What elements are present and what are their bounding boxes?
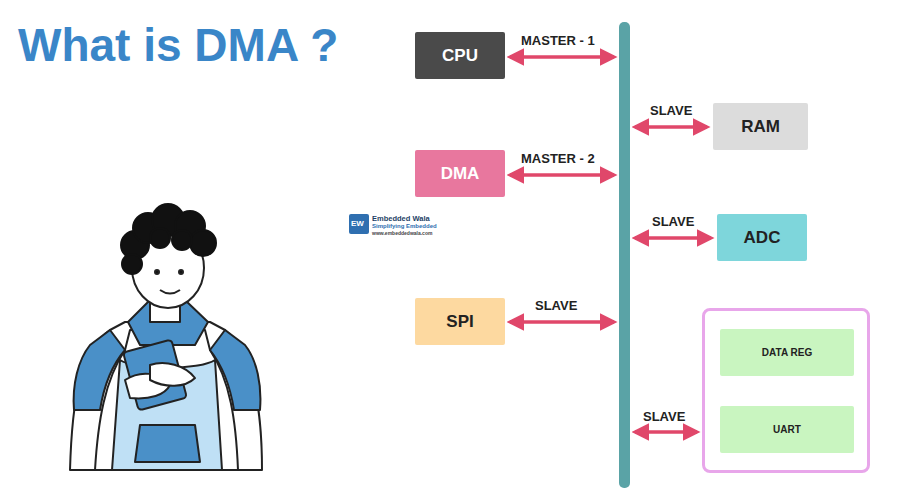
bus-role-label: SLAVE: [650, 103, 692, 118]
bus-arrow: [635, 236, 711, 240]
logo-mark: [349, 214, 369, 234]
box-label: CPU: [442, 46, 478, 66]
bus-role-label: MASTER - 2: [521, 151, 595, 166]
bus-role-label: SLAVE: [643, 409, 685, 424]
bus-arrow: [635, 430, 697, 434]
bus-arrow: [510, 320, 614, 324]
page-title: What is DMA ?: [18, 18, 338, 72]
logo-text: Simplifying Embedded: [372, 223, 437, 229]
master-box: CPU: [415, 32, 505, 79]
box-label: DATA REG: [762, 347, 812, 358]
bus-role-label: MASTER - 1: [521, 33, 595, 48]
peripheral-box: ADC: [717, 214, 807, 261]
box-label: DMA: [441, 164, 480, 184]
system-bus: [619, 22, 630, 488]
logo-text: Embedded Wala: [372, 214, 430, 223]
bus-role-label: SLAVE: [652, 214, 694, 229]
bus-role-label: SLAVE: [535, 298, 577, 313]
bus-arrow: [510, 173, 614, 177]
box-label: ADC: [744, 228, 781, 248]
logo-text: EW: [351, 219, 364, 228]
master-box: DMA: [415, 150, 505, 197]
bus-arrow: [635, 125, 707, 129]
peripheral-box: SPI: [415, 298, 505, 345]
person-illustration: [70, 204, 262, 470]
register-box: DATA REG: [720, 329, 854, 376]
box-label: SPI: [446, 312, 473, 332]
bus-arrow: [510, 55, 614, 59]
box-label: RAM: [741, 117, 780, 137]
peripheral-box: UART: [720, 406, 854, 453]
box-label: UART: [773, 424, 801, 435]
peripheral-group: DATA REG UART: [702, 308, 870, 473]
logo-text: www.embeddedwala.com: [372, 230, 432, 236]
memory-box: RAM: [713, 103, 808, 150]
